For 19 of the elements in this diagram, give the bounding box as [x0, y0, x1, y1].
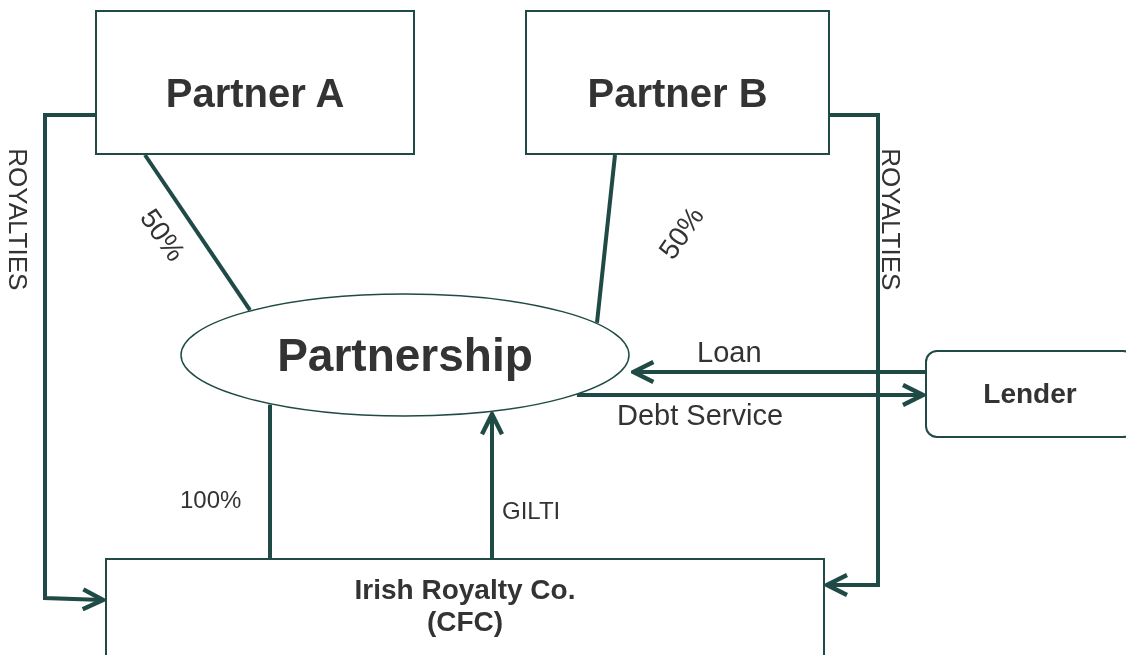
arrow	[824, 113, 880, 598]
connector-line	[143, 153, 252, 312]
connector-line	[268, 404, 272, 558]
entity-name: Lender	[983, 377, 1077, 411]
entity-box	[525, 10, 830, 155]
entity-name: Partnership	[277, 328, 533, 382]
arrow	[479, 412, 505, 558]
entity-name: Irish Royalty Co. (CFC)	[353, 574, 577, 639]
arrow	[576, 382, 926, 408]
connector-line	[595, 154, 617, 323]
edge-label: ROYALTIES	[3, 147, 33, 293]
arrow	[631, 359, 925, 385]
entity-name: Partner B	[587, 70, 768, 116]
arrow	[43, 113, 106, 612]
entity-box	[95, 10, 415, 155]
edge-label: ROYALTIES	[876, 147, 906, 293]
entity-name: Partner A	[165, 70, 345, 116]
entity-box	[105, 558, 825, 655]
entity-box	[925, 350, 1126, 438]
